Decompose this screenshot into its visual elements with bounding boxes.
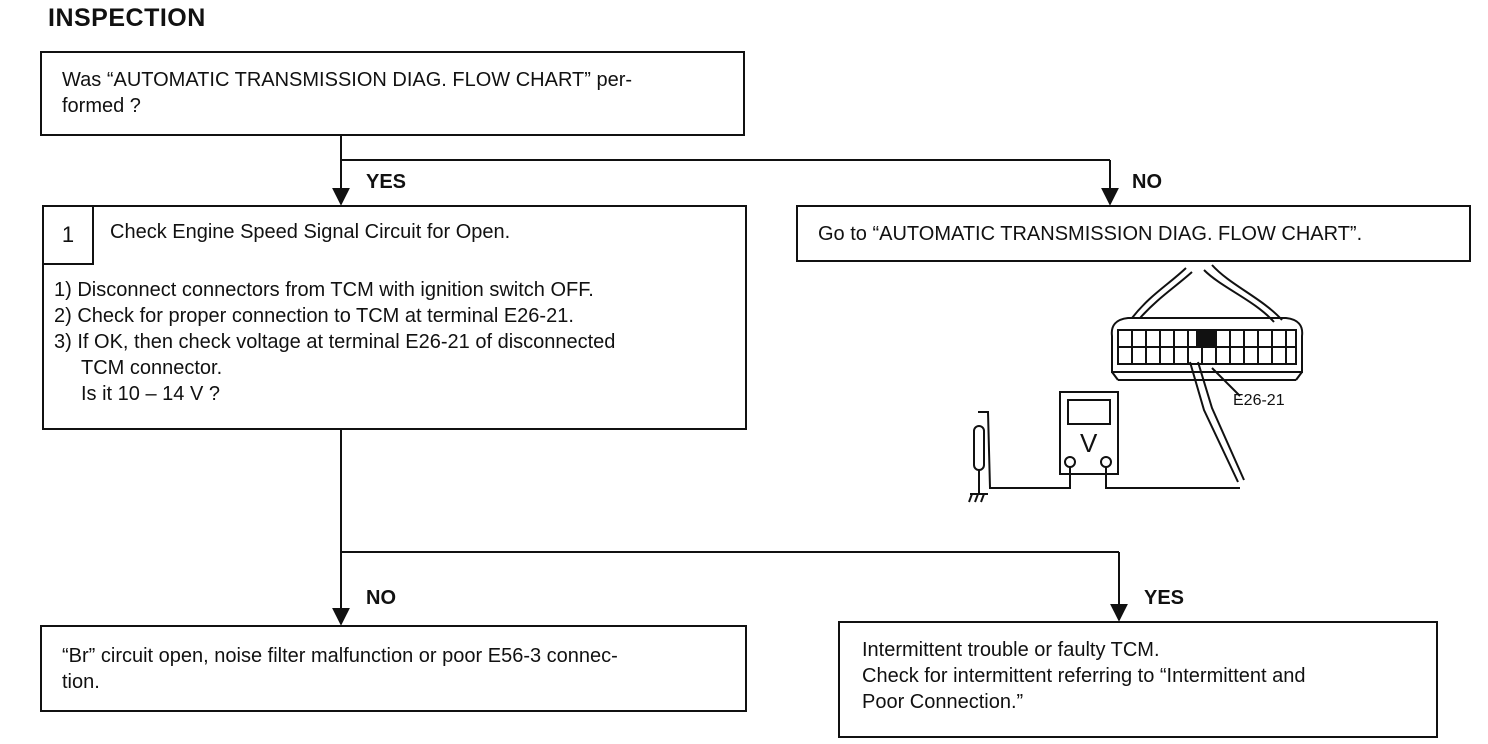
step1-number: 1 — [44, 207, 94, 265]
page-heading: INSPECTION — [48, 4, 206, 32]
branch2-no-label: NO — [366, 587, 396, 609]
start-question-line1: Was “AUTOMATIC TRANSMISSION DIAG. FLOW C… — [62, 69, 633, 91]
goto-text: Go to “AUTOMATIC TRANSMISSION DIAG. FLOW… — [818, 223, 1363, 245]
branch1-yes-label: YES — [366, 171, 407, 193]
result-no-box: “Br” circuit open, noise filter malfunct… — [40, 625, 747, 712]
result-no-line2: tion. — [62, 671, 100, 693]
terminal-highlight — [1196, 331, 1216, 346]
step1-title: Check Engine Speed Signal Circuit for Op… — [110, 221, 511, 243]
branch1-no-label: NO — [1132, 171, 1162, 193]
step1-instructions: 1) Disconnect connectors from TCM with i… — [54, 277, 737, 407]
step1-question: Is it 10 – 14 V ? — [81, 383, 220, 405]
result-no-line1: “Br” circuit open, noise filter malfunct… — [62, 645, 618, 667]
start-question-line2: formed ? — [62, 95, 141, 117]
goto-diag-flowchart-box: Go to “AUTOMATIC TRANSMISSION DIAG. FLOW… — [796, 205, 1471, 262]
result-yes-line2: Check for intermittent referring to “Int… — [862, 665, 1306, 687]
step1-line: 3) If OK, then check voltage at terminal… — [54, 331, 616, 353]
step1-box: 1 Check Engine Speed Signal Circuit for … — [42, 205, 747, 430]
result-yes-box: Intermittent trouble or faulty TCM. Chec… — [838, 621, 1438, 738]
step1-line: TCM connector. — [81, 357, 223, 379]
start-question-box: Was “AUTOMATIC TRANSMISSION DIAG. FLOW C… — [40, 51, 745, 136]
voltmeter-illustration — [968, 264, 1304, 503]
step1-line: 1) Disconnect connectors from TCM with i… — [54, 279, 594, 301]
branch2-yes-label: YES — [1144, 587, 1185, 609]
voltmeter-symbol: V — [1080, 428, 1098, 458]
step1-line: 2) Check for proper connection to TCM at… — [54, 305, 574, 327]
terminal-label: E26-21 — [1233, 392, 1285, 409]
result-yes-line3: Poor Connection.” — [862, 691, 1024, 713]
result-yes-line1: Intermittent trouble or faulty TCM. — [862, 639, 1160, 661]
